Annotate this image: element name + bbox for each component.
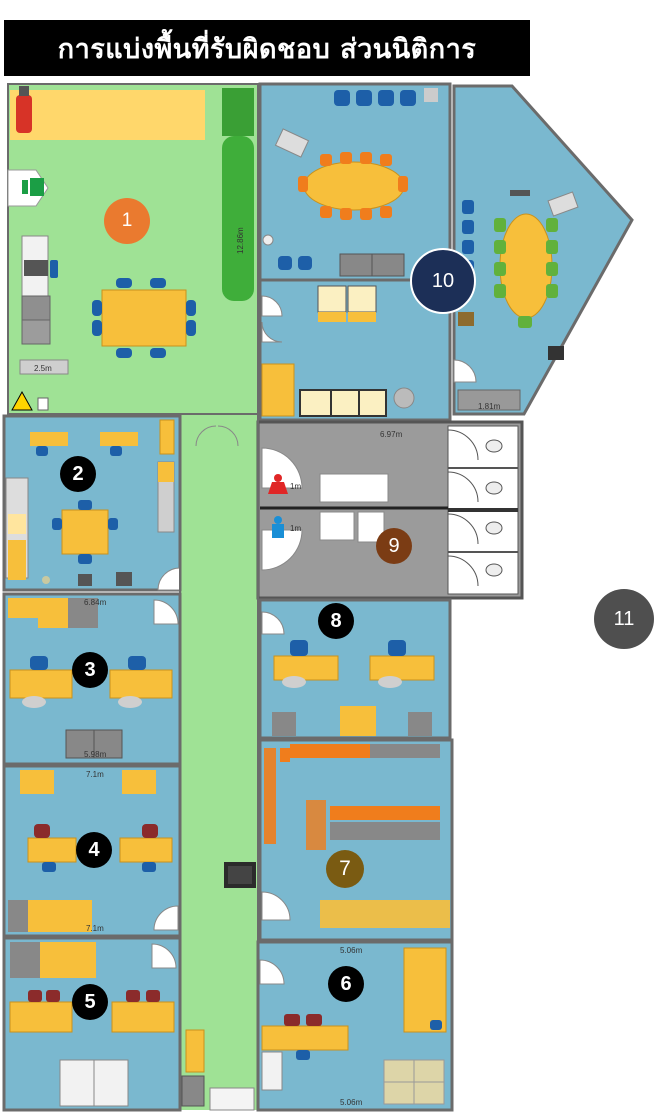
zone-marker-8: 8 (318, 603, 354, 639)
dimension-label: 5.06m (340, 1098, 363, 1107)
zone-marker-5: 5 (72, 984, 108, 1020)
zone-10-meeting-room (258, 82, 452, 282)
zone-8-room (258, 598, 452, 740)
zone-marker-2: 2 (60, 456, 96, 492)
zone-marker-6: 6 (328, 966, 364, 1002)
toilet-icons (485, 439, 503, 577)
zone-marker-11: 11 (594, 589, 654, 649)
server-rack-icon (224, 862, 256, 888)
exit-sign-icon (7, 169, 49, 207)
dimension-label: 2.5m (34, 364, 52, 373)
male-restroom-icon (272, 516, 284, 538)
zone-2-room (2, 414, 182, 592)
zone-5-room (2, 936, 182, 1112)
dimension-label: 12.86m (236, 227, 245, 254)
zone-1-table (92, 278, 196, 358)
dimension-label: 7.1m (86, 924, 104, 933)
zone-3-room (2, 592, 182, 766)
lounge-room (258, 278, 452, 422)
zone-7-archive-room (258, 738, 454, 942)
zone-4-room (2, 764, 182, 938)
dimension-label: 5.98m (84, 750, 107, 759)
zone-1-area (7, 83, 259, 1111)
zone-marker-3: 3 (72, 652, 108, 688)
title-banner: การแบ่งพื้นที่รับผิดชอบ ส่วนนิติการ (4, 20, 530, 76)
zone-marker-7: 7 (326, 850, 364, 888)
dimension-label: 1m (290, 524, 302, 533)
female-restroom-icon (268, 474, 288, 494)
zone-marker-4: 4 (76, 832, 112, 868)
dimension-label: 7.1m (86, 770, 104, 779)
zone-marker-9: 9 (376, 528, 412, 564)
zone-9-restroom (256, 420, 524, 600)
dimension-label: 6.97m (380, 430, 403, 439)
dimension-label: 1.81m (478, 402, 501, 411)
page-title: การแบ่งพื้นที่รับผิดชอบ ส่วนนิติการ (57, 33, 477, 65)
executive-room (452, 84, 634, 416)
zone-6-room (256, 940, 454, 1112)
zone-marker-10: 10 (410, 248, 476, 314)
dimension-label: 1m (290, 482, 302, 491)
dimension-label: 5.06m (340, 946, 363, 955)
fire-extinguisher-icon (16, 86, 32, 133)
zone-marker-1: 1 (104, 198, 150, 244)
dimension-label: 6.84m (84, 598, 107, 607)
